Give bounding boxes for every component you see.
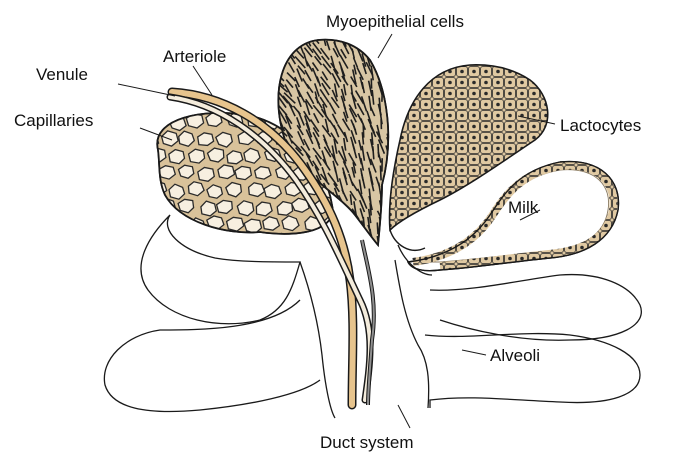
myoepithelial-fiber [269, 50, 277, 57]
label-alveoli: Alveoli [490, 346, 540, 365]
leader-duct [398, 405, 410, 428]
myoepithelial-fiber [388, 85, 392, 97]
myoepithelial-fiber [377, 222, 378, 234]
myoepithelial-fiber [271, 97, 275, 107]
myoepithelial-fiber [387, 98, 391, 108]
label-capillaries: Capillaries [14, 111, 93, 130]
myoepithelial-fiber [285, 41, 293, 51]
myoepithelial-fiber [275, 53, 284, 65]
myoepithelial-fiber [352, 231, 353, 242]
capillary-cell [169, 216, 186, 229]
capillary-cell [198, 133, 214, 146]
capillary-cell [256, 234, 272, 249]
myoepithelial-fiber [286, 239, 291, 250]
myoepithelial-fiber [268, 40, 274, 51]
capillary-cell [218, 233, 234, 247]
alveolus-right-upper [430, 275, 641, 341]
capillary-cell [143, 133, 159, 149]
myoepithelial-fiber [379, 33, 383, 43]
myoepithelial-fiber [271, 65, 278, 75]
myoepithelial-fiber [276, 38, 283, 46]
capillary-cell [342, 216, 358, 230]
myoepithelial-fiber [388, 90, 389, 105]
capillary-cell [257, 98, 273, 112]
capillary-cell [255, 167, 271, 180]
myoepithelial-fiber [389, 120, 394, 133]
myoepithelial-fiber [390, 67, 391, 80]
myoepithelial-fiber [296, 239, 305, 249]
duct-right-wall [395, 260, 429, 408]
myoepithelial-fiber [384, 178, 390, 192]
label-venule: Venule [36, 65, 88, 84]
myoepithelial-fiber [389, 111, 392, 125]
myoepithelial-fiber [370, 203, 371, 216]
leader-arteriole [193, 66, 212, 95]
myoepithelial-fiber [266, 105, 276, 116]
capillary-cell [180, 234, 196, 249]
myoepithelial-fiber [271, 55, 276, 67]
capillary-cell [236, 234, 253, 250]
myoepithelial-fiber [350, 236, 355, 249]
myoepithelial-fiber [268, 83, 273, 94]
myoepithelial-fiber [386, 64, 390, 75]
label-myoepithelial-cells: Myoepithelial cells [326, 12, 464, 31]
myoepithelial-fiber [267, 72, 273, 81]
duct-left-wall [300, 262, 335, 418]
myoepithelial-fiber [286, 32, 293, 46]
myoepithelial-fiber [381, 56, 382, 68]
label-duct-system: Duct system [320, 433, 414, 452]
myoepithelial-fiber [390, 103, 391, 117]
myoepithelial-fiber [276, 51, 283, 58]
myoepithelial-fiber [357, 228, 365, 242]
myoepithelial-fiber [364, 33, 365, 43]
myoepithelial-fiber [314, 232, 318, 244]
myoepithelial-fiber [306, 231, 312, 242]
myoepithelial-fiber [343, 211, 350, 222]
leader-alveoli [462, 350, 486, 355]
myoepithelial-fiber [372, 42, 376, 53]
label-arteriole: Arteriole [163, 47, 226, 66]
myoepithelial-fiber [389, 175, 390, 189]
myoepithelial-fiber [351, 222, 356, 235]
capillary-cell [142, 200, 158, 213]
myoepithelial-fiber [269, 236, 276, 248]
leader-myoepithelial [378, 34, 392, 58]
capillary-cell [143, 165, 159, 179]
capillary-cell [198, 234, 214, 248]
myoepithelial-fiber [373, 146, 374, 159]
myoepithelial-fiber [267, 76, 274, 86]
myoepithelial-fiber [353, 215, 355, 225]
myoepithelial-fiber [275, 235, 283, 248]
capillary-cell [275, 233, 290, 247]
myoepithelial-fiber [341, 215, 347, 229]
alveolus-right-lower [425, 334, 640, 408]
myoepithelial-fiber [270, 34, 276, 46]
alveolus-left-lower [104, 300, 320, 412]
myoepithelial-fiber [278, 42, 286, 55]
capillary-cell [142, 99, 158, 112]
myoepithelial-fiber [308, 239, 311, 251]
myoepithelial-fiber [267, 90, 275, 101]
leader-venule [118, 84, 175, 96]
myoepithelial-fiber [370, 33, 371, 47]
myoepithelial-fiber [312, 238, 319, 247]
capillary-cell [294, 236, 311, 249]
label-milk: Milk [508, 198, 539, 217]
label-lactocytes: Lactocytes [560, 116, 641, 135]
myoepithelial-fiber [388, 166, 390, 181]
myoepithelial-fiber [295, 36, 300, 45]
myoepithelial-fiber [380, 166, 381, 181]
myoepithelial-fiber [391, 239, 392, 251]
